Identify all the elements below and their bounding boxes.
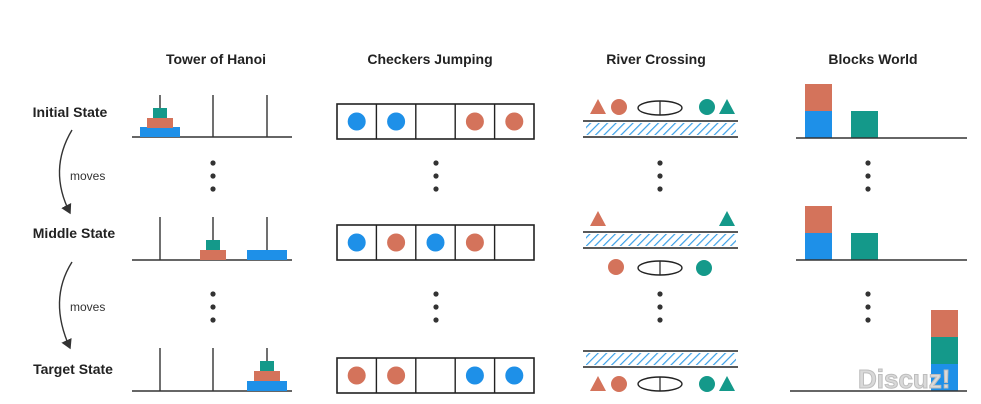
triangle-teal <box>719 376 735 391</box>
river-water <box>586 234 736 246</box>
blocks-middle <box>796 206 967 261</box>
river-initial <box>583 99 738 138</box>
disk-large <box>247 381 287 391</box>
block-orange <box>931 310 958 337</box>
checker-orange <box>465 112 484 131</box>
circle-teal <box>699 99 715 115</box>
triangle-orange <box>590 99 606 114</box>
block-teal <box>851 111 878 138</box>
river-target <box>583 350 738 392</box>
checker-blue <box>465 366 484 385</box>
river-middle <box>583 211 738 276</box>
checker-blue <box>387 112 406 131</box>
disk-medium <box>200 250 226 260</box>
moves-arrow-bottom <box>58 261 73 350</box>
disk-medium <box>147 118 173 128</box>
column-title-checkers: Checkers Jumping <box>367 51 492 67</box>
block-blue <box>931 364 958 391</box>
river-water <box>586 353 736 365</box>
circle-orange <box>608 259 624 275</box>
disk-large <box>140 127 180 137</box>
checker-blue <box>505 366 524 385</box>
block-teal <box>851 233 878 260</box>
row-label-initial: Initial State <box>33 104 108 120</box>
circle-teal <box>699 376 715 392</box>
checker-orange <box>505 112 524 131</box>
moves-arrow-top <box>58 129 73 215</box>
blocks-initial <box>796 84 967 139</box>
hanoi-initial <box>132 95 292 138</box>
circle-orange <box>611 376 627 392</box>
checker-orange <box>347 366 366 385</box>
triangle-orange <box>590 376 606 391</box>
hanoi-target <box>132 348 292 392</box>
checker-blue <box>347 233 366 252</box>
column-title-blocks: Blocks World <box>828 51 917 67</box>
ellipsis-dots <box>210 160 871 323</box>
row-label-target: Target State <box>33 361 113 377</box>
checkers-middle <box>336 224 535 261</box>
block-blue <box>805 111 832 138</box>
watermark-text: Discuz! <box>858 364 950 394</box>
triangle-teal <box>719 211 735 226</box>
triangle-teal <box>719 99 735 114</box>
moves-label-top: moves <box>70 169 105 183</box>
block-teal <box>931 337 958 364</box>
checker-orange <box>465 233 484 252</box>
triangle-orange <box>590 211 606 226</box>
checker-blue <box>426 233 445 252</box>
disk-small <box>153 108 167 118</box>
disk-small <box>260 361 274 371</box>
blocks-target <box>790 310 967 392</box>
river-water <box>586 123 736 135</box>
block-orange <box>805 206 832 233</box>
column-title-river: River Crossing <box>606 51 706 67</box>
circle-teal <box>696 260 712 276</box>
checker-orange <box>387 366 406 385</box>
column-title-hanoi: Tower of Hanoi <box>166 51 266 67</box>
checkers-initial <box>336 103 535 140</box>
row-label-middle: Middle State <box>33 225 116 241</box>
disk-medium <box>254 371 280 381</box>
moves-label-bottom: moves <box>70 300 105 314</box>
circle-orange <box>611 99 627 115</box>
checker-orange <box>387 233 406 252</box>
block-orange <box>805 84 832 111</box>
checkers-target <box>336 357 535 394</box>
disk-small <box>206 240 220 250</box>
disk-large <box>247 250 287 260</box>
block-blue <box>805 233 832 260</box>
checker-blue <box>347 112 366 131</box>
hanoi-middle <box>132 217 292 261</box>
